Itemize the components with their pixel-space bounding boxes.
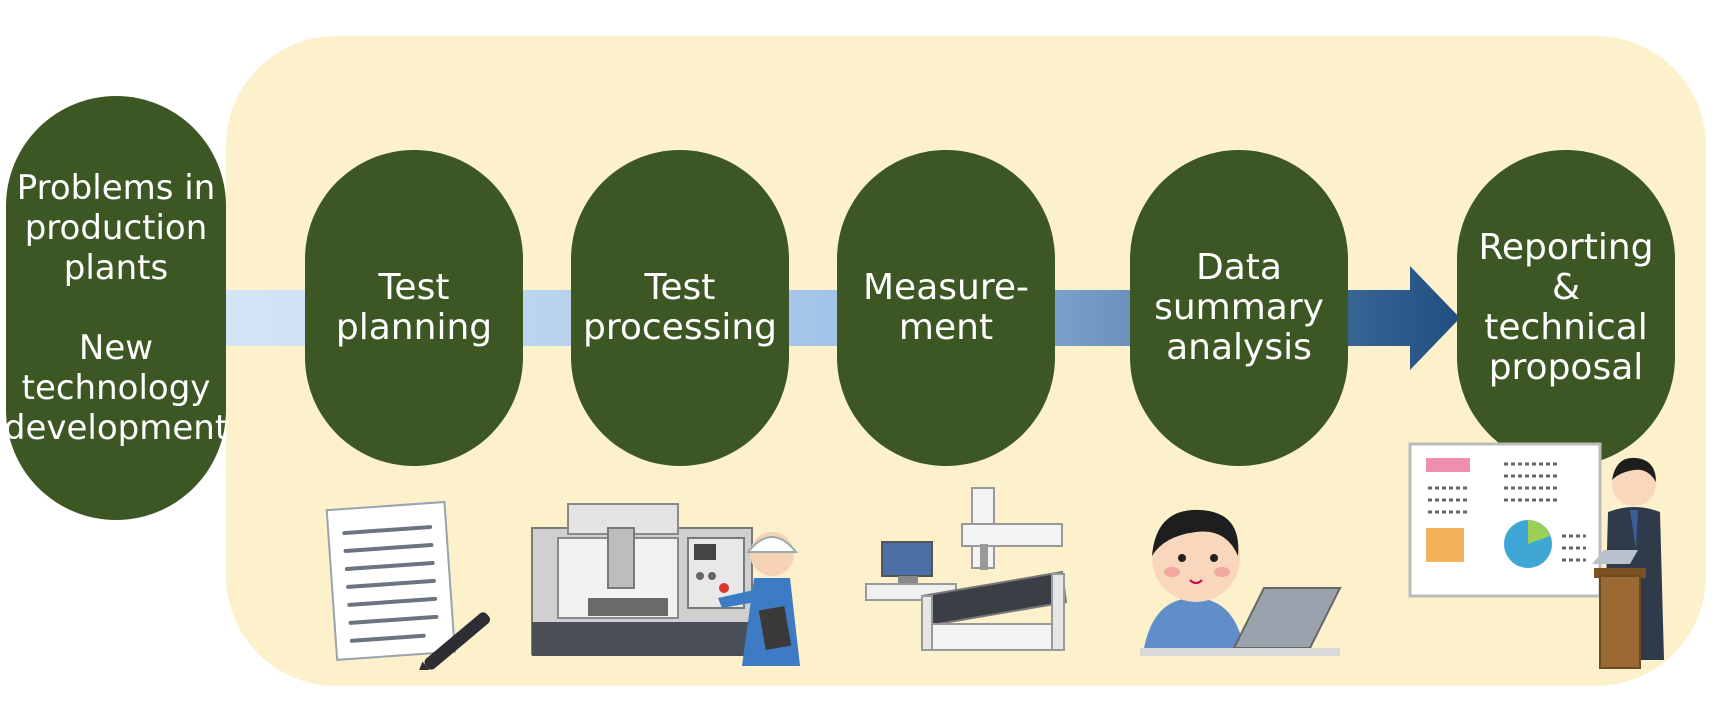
problem-source-pill: Problems in production plants New techno… (4, 96, 228, 520)
document-with-pen-icon (320, 498, 500, 670)
machining-center-with-worker-icon (528, 498, 828, 670)
coordinate-measuring-machine-icon (862, 484, 1072, 660)
step-reporting-pill: Reporting & technical proposal (1457, 150, 1675, 466)
step-measurement-pill: Measure- ment (837, 150, 1055, 466)
step-test-processing-pill: Test processing (571, 150, 789, 466)
step-data-analysis-pill: Data summary analysis (1130, 150, 1348, 466)
analyst-with-laptop-icon (1134, 498, 1346, 670)
step-test-planning-pill: Test planning (305, 150, 523, 466)
presenter-with-chart-board-icon (1408, 440, 1678, 672)
